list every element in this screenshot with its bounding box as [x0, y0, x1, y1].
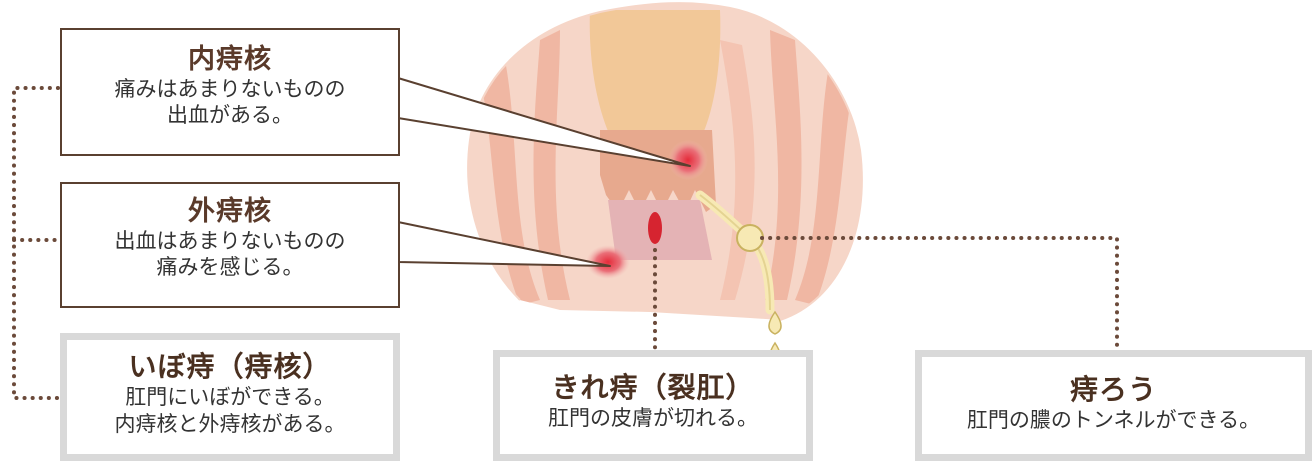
ibo-ji-description: 肛門にいぼができる。 内痔核と外痔核がある。 — [67, 384, 393, 438]
internal-hemorrhoid-description: 痛みはあまりないものの 出血がある。 — [62, 76, 398, 128]
external-hemorrhoid-box: 外痔核 出血はあまりないものの 痛みを感じる。 — [60, 182, 400, 308]
jirou-title: 痔ろう — [922, 373, 1305, 407]
anal-cross-section — [450, 0, 870, 340]
ibo-ji-box: いぼ痔（痔核） 肛門にいぼができる。 内痔核と外痔核がある。 — [60, 333, 400, 461]
kire-ji-description: 肛門の皮膚が切れる。 — [500, 405, 806, 432]
kire-ji-box: きれ痔（裂肛） 肛門の皮膚が切れる。 — [493, 350, 813, 461]
jirou-box: 痔ろう 肛門の膿のトンネルができる。 — [915, 350, 1312, 461]
external-hemorrhoid-description: 出血はあまりないものの 痛みを感じる。 — [62, 228, 398, 280]
internal-hemorrhoid-box: 内痔核 痛みはあまりないものの 出血がある。 — [60, 28, 400, 156]
external-hemorrhoid-title: 外痔核 — [62, 196, 398, 228]
kire-ji-title: きれ痔（裂肛） — [500, 371, 806, 405]
jirou-description: 肛門の膿のトンネルができる。 — [922, 407, 1305, 434]
internal-hemorrhoid-title: 内痔核 — [62, 44, 398, 76]
ibo-ji-title: いぼ痔（痔核） — [67, 350, 393, 384]
